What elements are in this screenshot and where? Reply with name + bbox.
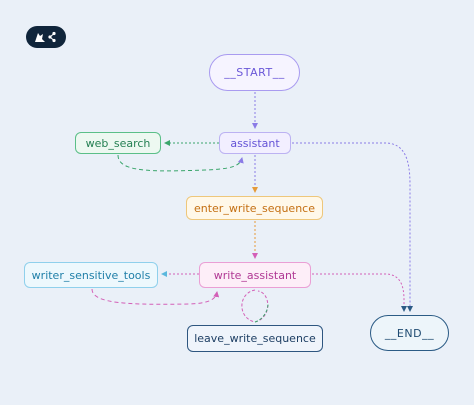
node-writer-sensitive-tools[interactable]: writer_sensitive_tools	[24, 262, 158, 288]
edge-leave-loop-return	[254, 303, 269, 323]
node-enter-write-sequence[interactable]: enter_write_sequence	[186, 196, 323, 220]
edge-write-end	[312, 273, 407, 312]
node-write-assistant[interactable]: write_assistant	[199, 262, 311, 288]
edge-sensitive-write	[91, 288, 220, 305]
node-assistant[interactable]: assistant	[219, 132, 291, 154]
edge-web-search-assistant	[117, 154, 244, 172]
edge-write-leave-loop	[241, 289, 269, 323]
node-start[interactable]: __START__	[209, 54, 300, 91]
node-leave-write-sequence[interactable]: leave_write_sequence	[187, 325, 323, 352]
edge-assistant-end	[292, 142, 413, 312]
langgraph-logo-icon[interactable]	[26, 26, 66, 48]
node-web-search[interactable]: web_search	[75, 132, 161, 154]
node-end[interactable]: __END__	[370, 315, 449, 351]
